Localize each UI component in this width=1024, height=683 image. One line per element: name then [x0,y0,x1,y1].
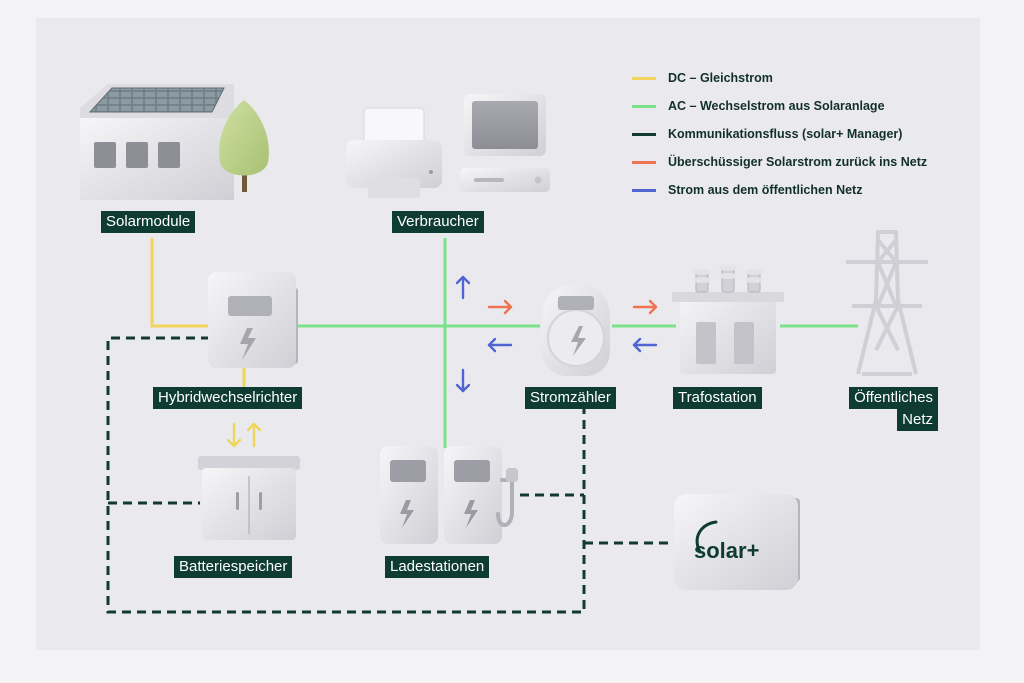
legend-item: Kommunikationsfluss (solar+ Manager) [632,120,927,148]
arrow-right-orange-trafo [632,299,658,315]
label-solarmodule: Solarmodule [101,211,196,233]
label-netz-line-1: Öffentliches [849,387,938,409]
legend-item: Überschüssiger Solarstrom zurück ins Net… [632,148,927,176]
dc-line-solar-to-inverter [150,238,212,328]
arrow-left-blue-trafo [632,337,658,353]
power-pylon-icon [846,230,928,376]
legend-item: DC – Gleichstrom [632,64,927,92]
legend-swatch [632,188,656,192]
arrow-up-blue [455,275,471,300]
legend-item: Strom aus dem öffentlichen Netz [632,176,927,204]
legend-swatch [632,104,656,108]
legend-label: Überschüssiger Solarstrom zurück ins Net… [668,155,928,169]
label-verbraucher: Verbraucher [392,211,484,233]
legend-label: Strom aus dem öffentlichen Netz [668,183,863,197]
transformer-icon [672,265,784,374]
label-hybridwechselrichter: Hybridwechselrichter [153,387,303,409]
label-ladestationen: Ladestationen [385,556,490,578]
label-batteriespeicher: Batteriespeicher [174,556,293,578]
battery-cabinet-icon [198,456,300,540]
ac-lines [296,238,858,448]
inverter-icon [208,272,298,368]
arrow-left-blue [487,337,513,353]
legend-label: DC – Gleichstrom [668,71,773,85]
label-netz-line-2: Netz [897,409,938,431]
charging-station-icon [380,446,518,544]
legend-label: Kommunikationsfluss (solar+ Manager) [668,127,903,141]
label-trafostation: Trafostation [673,387,762,409]
communication-lines [106,336,676,614]
arrow-down-yellow [226,422,242,448]
dc-lines [150,238,246,387]
label-netz: Öffentliches Netz [849,387,938,431]
solar-plus-manager-icon: solar+ [674,494,800,590]
legend-swatch [632,132,656,136]
legend-item: AC – Wechselstrom aus Solaranlage [632,92,927,120]
legend-swatch [632,76,656,80]
arrow-down-blue [455,368,471,393]
legend-swatch [632,160,656,164]
solar-plus-logo-text: solar+ [694,538,759,563]
printer-and-computer-icon [346,94,550,198]
arrow-right-orange [487,299,513,315]
legend: DC – Gleichstrom AC – Wechselstrom aus So… [632,64,927,204]
electricity-meter-icon [542,284,610,376]
arrow-up-yellow [246,422,262,448]
flow-arrows [226,275,658,448]
legend-label: AC – Wechselstrom aus Solaranlage [668,99,885,113]
house-with-solar-panels-icon [80,84,269,200]
label-stromzaehler: Stromzähler [525,387,616,409]
